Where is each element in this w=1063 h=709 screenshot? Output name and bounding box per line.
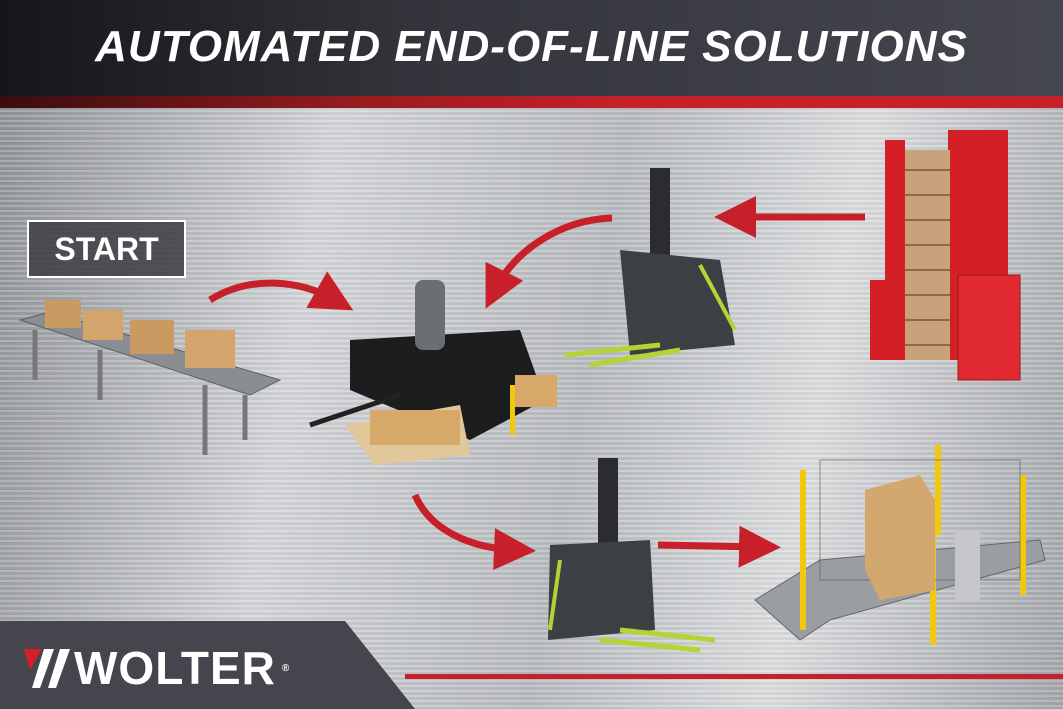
box: [83, 310, 123, 340]
header-red-stripe: [0, 96, 1063, 108]
box: [185, 330, 235, 368]
start-label: START: [27, 220, 186, 278]
autonomous-forklift-bottom: [548, 458, 716, 653]
footer-red-stripe: [405, 674, 1063, 679]
registered-mark: ®: [281, 662, 291, 674]
logo-mark: [24, 649, 42, 670]
arrow-conveyor-to-palletizer: [208, 271, 354, 311]
wolter-logo: WOLTER ®: [74, 641, 290, 695]
footer-panel: [0, 621, 415, 709]
arrow-forklift-to-wrapper: [657, 525, 781, 568]
palletizing-robot-cell: [309, 280, 557, 465]
flow-arrows: [208, 196, 865, 571]
pallet-dispenser: [870, 130, 1021, 381]
autonomous-forklift-top: [564, 168, 737, 368]
arrow-forklift-to-palletizer: [485, 214, 613, 309]
box: [45, 300, 81, 328]
arrow-palletizer-to-forklift: [411, 493, 536, 571]
stretch-wrapping-station: [754, 445, 1046, 645]
box: [130, 320, 174, 354]
header-bar: [0, 0, 1063, 96]
roller-conveyor: [18, 300, 282, 455]
page-title: AUTOMATED END-OF-LINE SOLUTIONS: [95, 22, 968, 71]
brand-name: WOLTER: [74, 642, 276, 694]
